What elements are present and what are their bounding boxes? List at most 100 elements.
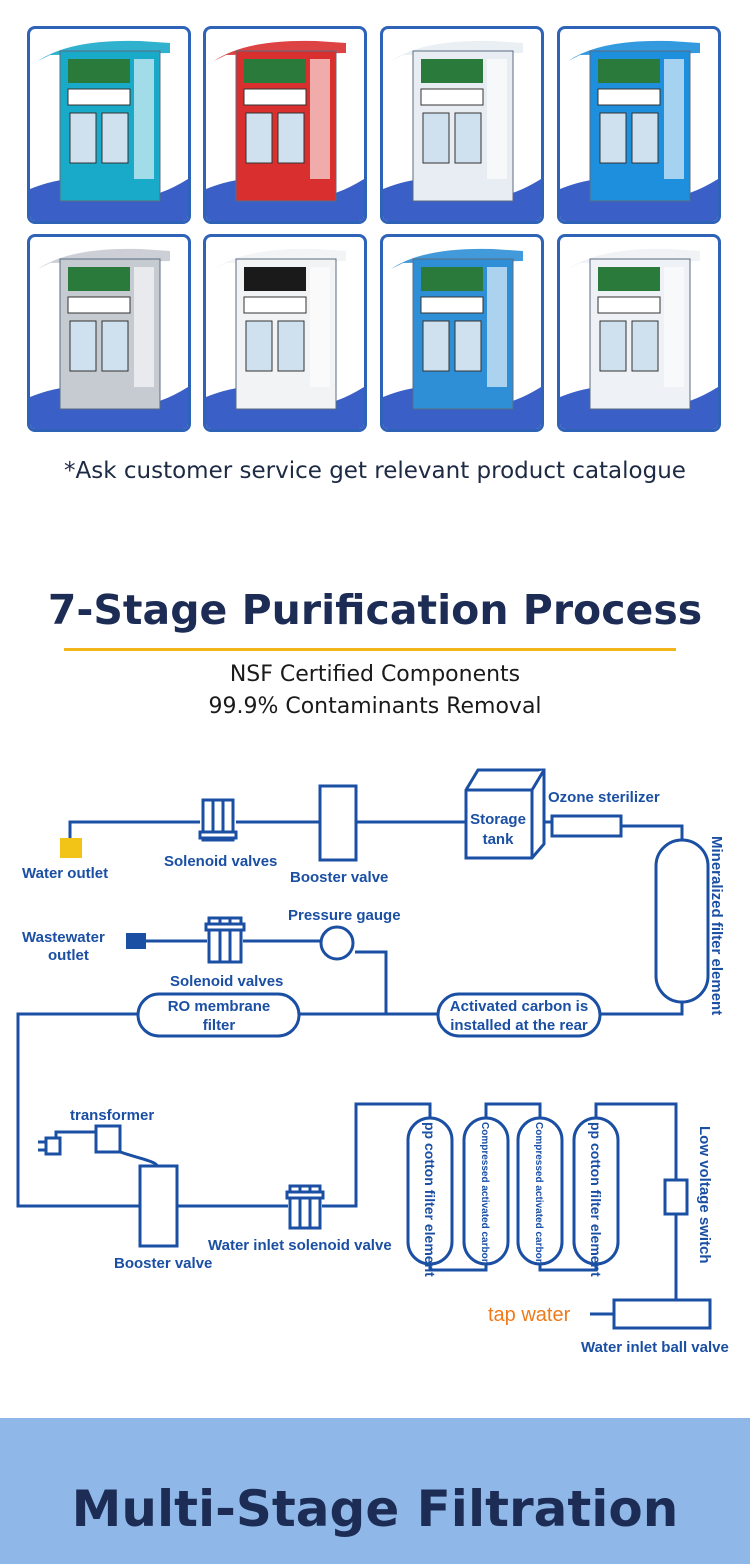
label-solenoid-valves-top: Solenoid valves [164, 853, 277, 870]
label-activated-carbon-1: Activated carbon is [450, 998, 588, 1015]
label-ozone-sterilizer: Ozone sterilizer [548, 789, 660, 806]
footer-band [0, 1418, 750, 1564]
label-ro-membrane-2: filter [203, 1017, 236, 1034]
footer-title: Multi-Stage Filtration [71, 1480, 679, 1538]
label-pp-cotton-1: pp cotton filter element [422, 1122, 438, 1277]
purification-diagram: Water outlet Solenoid valves Booster val… [16, 768, 729, 1356]
booster-valve-top-icon [318, 784, 358, 862]
machine-screen [244, 59, 306, 83]
side-panel [664, 59, 684, 179]
side-panel [664, 267, 684, 387]
label-compressed-carbon-2: Compressed activated carbon [533, 1122, 544, 1265]
product-grid [0, 0, 750, 450]
storage-tank-icon [464, 768, 546, 860]
label-pressure-gauge: Pressure gauge [288, 907, 401, 924]
vending-machine-image [560, 248, 718, 429]
label-booster-valve-top: Booster valve [290, 869, 388, 886]
vending-machine-image [383, 40, 541, 221]
label-wastewater-outlet-2: outlet [48, 947, 89, 964]
subtitle-certified: NSF Certified Components [229, 662, 521, 687]
title-underline [64, 648, 676, 651]
compressed-carbon-1-icon [462, 1116, 510, 1266]
product-card[interactable] [203, 26, 367, 224]
product-card[interactable] [203, 234, 367, 432]
activated-carbon-icon [436, 992, 602, 1038]
control-panel [243, 88, 307, 106]
product-card[interactable] [380, 26, 544, 224]
machine-screen [68, 59, 130, 83]
dispenser-window [422, 112, 450, 164]
ro-membrane-icon [136, 992, 301, 1038]
ball-valve-icon [612, 1298, 712, 1330]
control-panel [420, 296, 484, 314]
dispenser-window [101, 320, 129, 372]
vending-machine-image [30, 40, 188, 221]
vending-machine-image [206, 40, 364, 221]
dispenser-window [599, 112, 627, 164]
label-tap-water: tap water [488, 1304, 571, 1326]
label-low-voltage-switch: Low voltage switch [696, 1126, 713, 1264]
pressure-gauge-icon [319, 925, 355, 961]
catalogue-note: *Ask customer service get relevant produ… [64, 458, 686, 484]
control-panel [597, 88, 661, 106]
dispenser-window [245, 112, 273, 164]
side-panel [487, 267, 507, 387]
vending-machine-image [206, 248, 364, 429]
label-compressed-carbon-1: Compressed activated carbon [479, 1122, 490, 1265]
label-storage-tank-1: Storage [470, 811, 526, 828]
control-panel [243, 296, 307, 314]
dispenser-window [69, 112, 97, 164]
side-panel [310, 267, 330, 387]
dispenser-window [631, 320, 659, 372]
booster-valve-bottom-icon [138, 1164, 179, 1248]
inlet-solenoid-icon [285, 1184, 325, 1230]
product-card[interactable] [557, 234, 721, 432]
dispenser-window [631, 112, 659, 164]
vending-machine-image [560, 40, 718, 221]
subtitle-removal: 99.9% Contaminants Removal [208, 694, 542, 719]
vending-machine-image [383, 248, 541, 429]
vending-machine-image [30, 248, 188, 429]
product-card[interactable] [557, 26, 721, 224]
machine-screen [68, 267, 130, 291]
product-card[interactable] [27, 26, 191, 224]
transformer-icon [94, 1124, 122, 1154]
product-card[interactable] [27, 234, 191, 432]
wastewater-outlet-block [126, 933, 146, 949]
control-panel [597, 296, 661, 314]
dispenser-window [277, 112, 305, 164]
dispenser-window [422, 320, 450, 372]
machine-screen [598, 59, 660, 83]
section-title: 7-Stage Purification Process [47, 586, 703, 634]
dispenser-window [245, 320, 273, 372]
dispenser-window [101, 112, 129, 164]
label-pp-cotton-2: pp cotton filter element [588, 1122, 604, 1277]
power-plug-icon [38, 1136, 62, 1156]
label-transformer: transformer [70, 1107, 154, 1124]
label-mineralized-filter: Mineralized filter element [708, 836, 725, 1015]
low-voltage-switch-icon [663, 1178, 689, 1216]
control-panel [67, 296, 131, 314]
control-panel [67, 88, 131, 106]
machine-screen [244, 267, 306, 291]
machine-screen [598, 267, 660, 291]
dispenser-window [454, 112, 482, 164]
side-panel [310, 59, 330, 179]
label-water-outlet: Water outlet [22, 865, 108, 882]
side-panel [134, 267, 154, 387]
product-card[interactable] [380, 234, 544, 432]
machine-screen [421, 267, 483, 291]
side-panel [134, 59, 154, 179]
label-activated-carbon-2: installed at the rear [450, 1017, 588, 1034]
control-panel [420, 88, 484, 106]
dispenser-window [599, 320, 627, 372]
label-wastewater-outlet-1: Wastewater [22, 929, 105, 946]
dispenser-window [69, 320, 97, 372]
label-water-inlet-ball-valve: Water inlet ball valve [581, 1339, 729, 1356]
side-panel [487, 59, 507, 179]
pp-cotton-filter-2-icon [572, 1116, 620, 1266]
label-water-inlet-solenoid: Water inlet solenoid valve [208, 1237, 392, 1254]
mineralized-filter-icon [654, 838, 710, 1004]
solenoid-valve-top-icon [198, 798, 238, 842]
label-ro-membrane-1: RO membrane [168, 998, 271, 1015]
